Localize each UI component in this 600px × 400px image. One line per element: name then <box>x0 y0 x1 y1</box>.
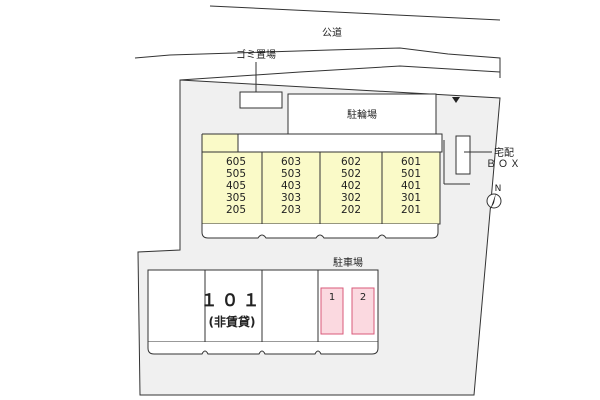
unit-label: 601 <box>401 156 421 168</box>
north-arrow-needle <box>490 193 496 210</box>
unit-label: 205 <box>226 204 246 216</box>
road-edge-top <box>209 5 501 21</box>
unit-101-note: (非賃貸) <box>209 314 256 329</box>
unit-label: 305 <box>226 192 246 204</box>
unit-column-1 <box>201 151 263 225</box>
ground-floor-pillars <box>147 342 379 355</box>
unit-label: 503 <box>281 168 301 180</box>
delivery-box-label-1: 宅配 <box>494 146 514 159</box>
unit-label: 401 <box>401 180 421 192</box>
delivery-box-label-2: ＢＯＸ <box>486 159 522 170</box>
unit-label: 302 <box>341 192 361 204</box>
unit-label: 301 <box>401 192 421 204</box>
bicycle-parking <box>287 93 437 135</box>
building-pillars <box>201 224 439 239</box>
unit-label: 405 <box>226 180 246 192</box>
north-arrow: N <box>486 184 502 210</box>
unit-column-2 <box>261 151 321 225</box>
parking-slot-2 <box>351 287 375 335</box>
garbage-label: ゴミ置場 <box>236 48 276 61</box>
road-edge-lower <box>179 65 501 81</box>
unit-label: 605 <box>226 156 246 168</box>
delivery-box <box>455 135 471 175</box>
unit-column-4 <box>381 151 441 225</box>
unit-label: 603 <box>281 156 301 168</box>
unit-label: 202 <box>341 204 361 216</box>
parking-label: 駐車場 <box>333 256 363 269</box>
building-corridor <box>237 133 443 153</box>
bicycle-parking-label: 駐輪場 <box>347 108 377 121</box>
unit-label: 505 <box>226 168 246 180</box>
parking-slot-1 <box>320 287 344 335</box>
entrance-marker <box>452 97 460 103</box>
unit-label: 403 <box>281 180 301 192</box>
unit-corner-fill <box>202 134 238 152</box>
unit-label: 501 <box>401 168 421 180</box>
unit-101-label: １０１ <box>201 291 264 311</box>
road-edge-middle <box>134 47 501 78</box>
parking-slot-1-label: 1 <box>329 292 335 303</box>
unit-label: 201 <box>401 204 421 216</box>
unit-label: 203 <box>281 204 301 216</box>
unit-label: 502 <box>341 168 361 180</box>
parking-slot-2-label: 2 <box>360 292 366 303</box>
unit-label: 303 <box>281 192 301 204</box>
north-label: N <box>495 184 502 194</box>
garbage-area <box>239 91 283 109</box>
unit-label: 402 <box>341 180 361 192</box>
unit-label: 602 <box>341 156 361 168</box>
public-road-label: 公道 <box>322 26 342 39</box>
